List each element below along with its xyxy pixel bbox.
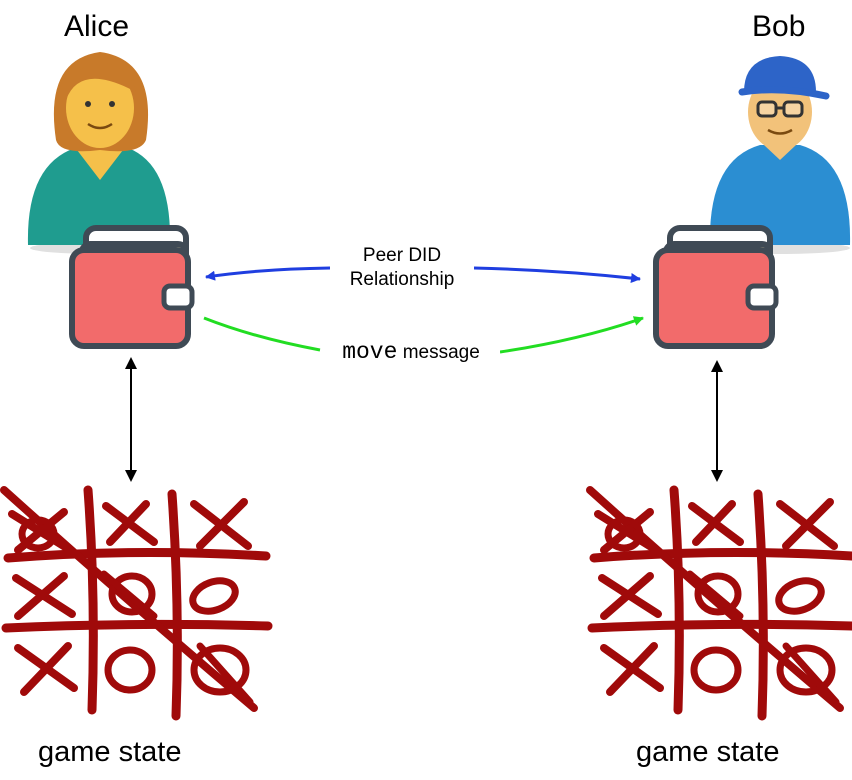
relationship-label: Peer DID Relationship [330,244,474,292]
relationship-arrow-left [205,266,331,281]
alice-avatar-icon [27,52,171,254]
bob-name: Bob [752,10,806,43]
alice-wallet-icon [72,228,192,346]
relationship-label-line1: Peer DID [362,245,442,266]
bob-tic-tac-toe-board-icon [590,490,852,716]
move-message-arrow-end [499,316,644,354]
move-message-label: move message [322,340,500,368]
bob-wallet-icon [656,228,776,346]
relationship-arrow-right [473,266,641,283]
bob-game-state-label: game state [636,736,780,768]
move-message-text: message [397,342,480,363]
move-message-arrow-start [203,316,321,352]
alice-tic-tac-toe-board-icon [4,490,268,716]
relationship-label-line2: Relationship [349,269,455,290]
bob-avatar-icon [709,56,851,254]
alice-game-state-label: game state [38,736,182,768]
alice-name: Alice [64,10,130,43]
move-message-code: move [342,339,398,365]
